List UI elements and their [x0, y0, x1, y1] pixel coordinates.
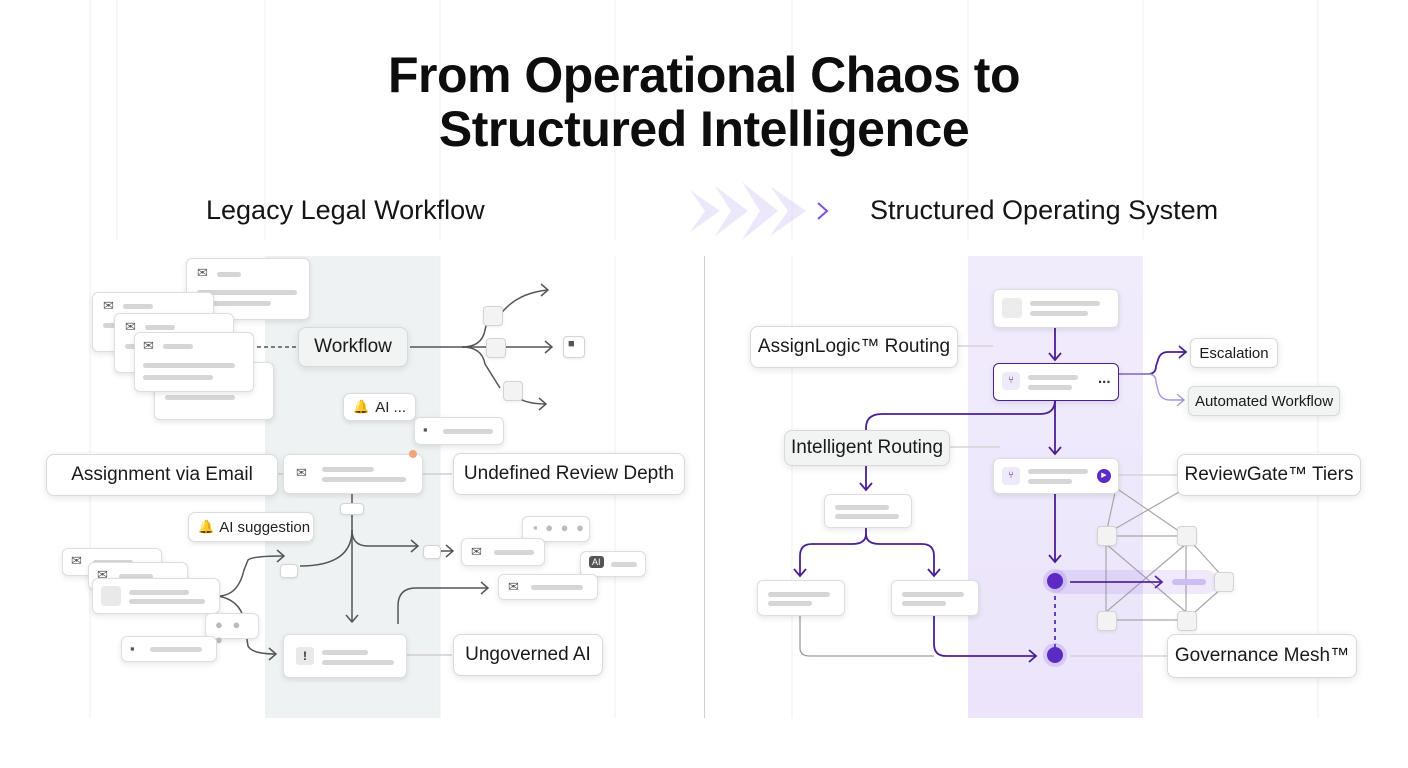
mail-icon: ✉: [125, 319, 136, 334]
alert-icon: !: [296, 647, 314, 665]
review-card[interactable]: ⑂▶: [993, 458, 1119, 494]
governance-node[interactable]: [1047, 647, 1063, 663]
routing-icon: ⑂: [1002, 467, 1020, 485]
router-card[interactable]: ⑂...: [993, 363, 1119, 401]
governance-node[interactable]: [1047, 573, 1063, 589]
intelligent-routing-label[interactable]: Intelligent Routing: [784, 430, 950, 466]
routing-card[interactable]: [824, 494, 912, 528]
left-heading: Legacy Legal Workflow: [206, 195, 485, 225]
mesh-node: [1214, 572, 1234, 592]
email-card[interactable]: ✉: [134, 332, 254, 392]
center-divider: [704, 256, 705, 718]
task-card[interactable]: [891, 580, 979, 616]
mesh-node: [1097, 526, 1117, 546]
mail-icon: ✉: [197, 265, 208, 280]
mail-icon: ✉: [296, 465, 307, 480]
governance-mesh-label[interactable]: Governance Mesh™: [1167, 634, 1357, 678]
ai-suggestion-text: AI suggestion: [219, 518, 311, 536]
mail-icon: ✉: [143, 338, 154, 353]
message-node: ■: [563, 336, 585, 358]
highlight-bar: [1172, 579, 1206, 585]
junction-node: [340, 503, 364, 515]
small-node: [423, 545, 441, 559]
page-title: From Operational Chaos to Structured Int…: [0, 48, 1408, 156]
mesh-node: [1177, 611, 1197, 631]
ai-suggestion-chip[interactable]: 🔔 AI suggestion: [188, 512, 314, 542]
chat-icon: ▪: [423, 422, 428, 437]
mesh-node: [1097, 611, 1117, 631]
mail-icon: ✉: [103, 298, 114, 313]
undefined-review-depth-label[interactable]: Undefined Review Depth: [453, 453, 685, 495]
ai-tag-card[interactable]: AI: [580, 551, 646, 577]
mail-icon: ✉: [97, 567, 108, 582]
branch-node: [483, 306, 503, 326]
ai-tag: AI: [589, 556, 604, 568]
mail-icon: ✉: [471, 544, 482, 559]
more-icon[interactable]: ...: [1098, 370, 1111, 387]
right-heading: Structured Operating System: [870, 195, 1219, 225]
ai-notification-chip[interactable]: 🔔 AI ...: [343, 393, 416, 421]
assignlogic-routing-label[interactable]: AssignLogic™ Routing: [750, 326, 958, 368]
notification-dot: [409, 450, 417, 458]
email-card[interactable]: ✉: [186, 258, 310, 320]
mail-icon: ✉: [508, 579, 519, 594]
email-card[interactable]: ✉: [498, 574, 598, 600]
reviewgate-tiers-label[interactable]: ReviewGate™ Tiers: [1177, 454, 1361, 496]
typing-card[interactable]: ● ● ●: [205, 613, 259, 647]
branch-node: [503, 381, 523, 401]
ai-chip-text: AI ...: [375, 398, 407, 416]
bell-icon: 🔔: [198, 519, 215, 534]
intake-card[interactable]: [993, 289, 1119, 328]
typing-card[interactable]: ▪ ● ● ●: [522, 516, 590, 542]
mesh-node: [1177, 526, 1197, 546]
title-line-2: Structured Intelligence: [438, 101, 970, 157]
alert-card[interactable]: !: [283, 634, 407, 678]
chat-icon: ■: [568, 338, 575, 350]
document-card[interactable]: [92, 578, 220, 614]
escalation-label[interactable]: Escalation: [1190, 338, 1278, 368]
assignment-via-email-label[interactable]: Assignment via Email: [46, 454, 278, 496]
branch-node: [486, 338, 506, 358]
comment-card[interactable]: ▪: [121, 636, 217, 662]
bell-icon: 🔔: [353, 399, 370, 414]
comment-card[interactable]: ▪: [414, 417, 504, 445]
ungoverned-ai-label[interactable]: Ungoverned AI: [453, 634, 603, 676]
title-line-1: From Operational Chaos to: [387, 47, 1021, 103]
routing-icon: ⑂: [1002, 372, 1020, 390]
mail-icon: ✉: [71, 553, 82, 568]
small-node: [280, 564, 298, 578]
workflow-label[interactable]: Workflow: [298, 327, 408, 367]
play-icon[interactable]: ▶: [1097, 469, 1111, 483]
email-card[interactable]: ✉: [283, 454, 423, 494]
email-card[interactable]: ✉: [461, 538, 545, 566]
task-card[interactable]: [757, 580, 845, 616]
automated-workflow-label[interactable]: Automated Workflow: [1188, 386, 1340, 416]
chat-icon: ▪: [130, 641, 135, 656]
